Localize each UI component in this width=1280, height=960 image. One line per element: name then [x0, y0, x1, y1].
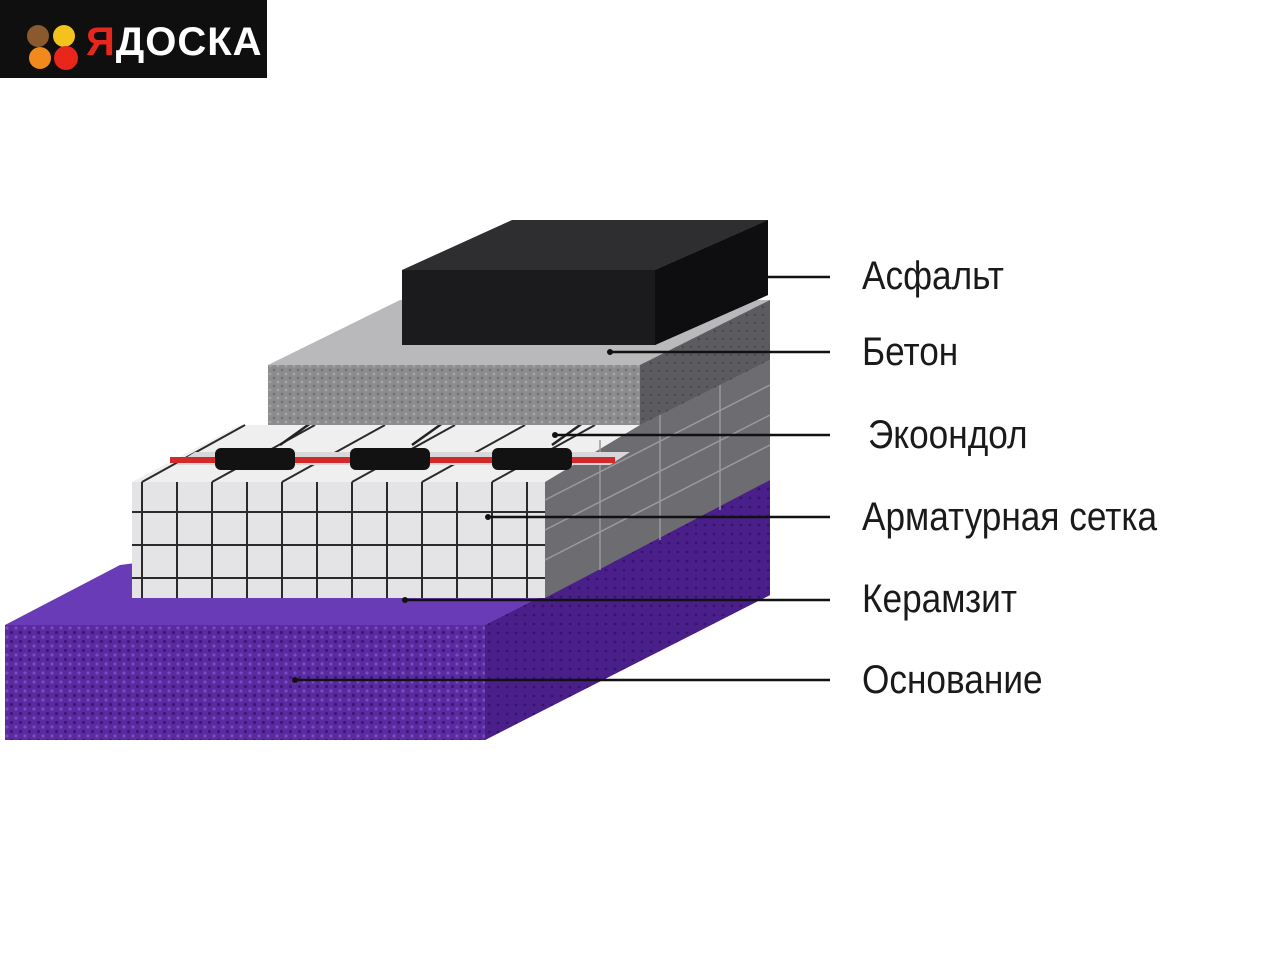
- label-expanded-clay: Керамзит: [862, 577, 1017, 621]
- logo-text: ЯДОСКА: [86, 22, 263, 62]
- label-ecoondol: Экоондол: [868, 413, 1028, 457]
- site-logo[interactable]: ЯДОСКА: [0, 0, 267, 78]
- asphalt-layer: [402, 220, 768, 345]
- leader-lines: [292, 275, 830, 683]
- label-rebar-mesh: Арматурная сетка: [862, 495, 1158, 539]
- logo-rest: ДОСКА: [115, 20, 263, 64]
- heating-layer: [170, 418, 630, 470]
- label-asphalt: Асфальт: [862, 254, 1004, 298]
- logo-dots-icon: [27, 25, 78, 70]
- rebar-mesh: [132, 424, 596, 598]
- label-base: Основание: [862, 658, 1043, 702]
- label-concrete: Бетон: [862, 330, 959, 374]
- logo-first-letter: Я: [86, 20, 116, 64]
